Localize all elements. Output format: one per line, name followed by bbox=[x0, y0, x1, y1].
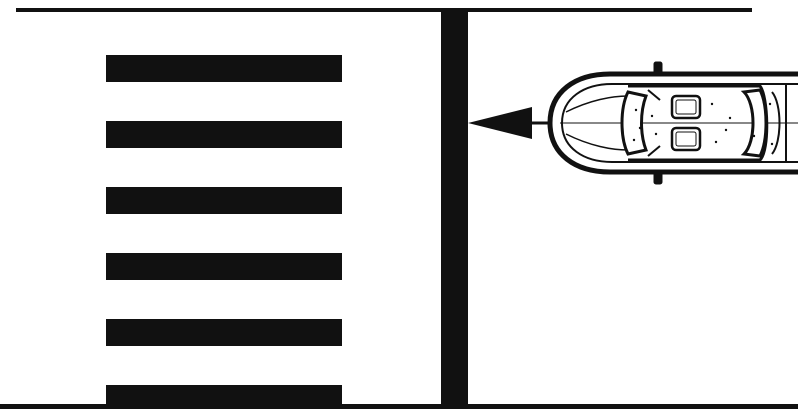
arrow-left-icon bbox=[468, 107, 552, 139]
road-edge-bottom bbox=[0, 404, 798, 409]
car-top-view-icon bbox=[550, 62, 798, 184]
